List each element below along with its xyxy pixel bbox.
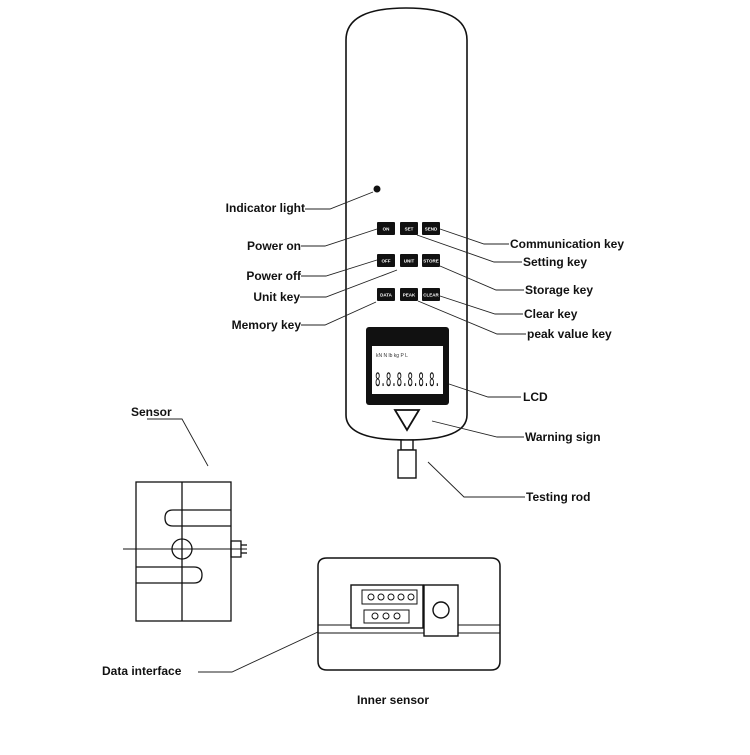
lcd-panel: kN N lb kg P L 8.8.8.8.8.8. xyxy=(366,327,449,405)
label-data-interface: Data interface xyxy=(102,664,182,678)
key-off-label: OFF xyxy=(382,259,391,264)
key-off[interactable]: OFF xyxy=(377,254,395,267)
key-set-label: SET xyxy=(405,227,414,232)
testing-rod xyxy=(397,439,417,479)
label-peak-value-key: peak value key xyxy=(527,327,612,341)
lcd-unit-indicators: kN N lb kg P L xyxy=(376,353,408,359)
key-peak-label: PEAK xyxy=(403,293,416,298)
key-store[interactable]: STORE xyxy=(422,254,440,267)
key-on[interactable]: ON xyxy=(377,222,395,235)
label-power-off: Power off xyxy=(246,269,301,283)
indicator-light-dot xyxy=(373,185,381,193)
label-sensor: Sensor xyxy=(131,405,172,419)
label-storage-key: Storage key xyxy=(525,283,594,297)
data-interface-port xyxy=(350,584,424,629)
key-data[interactable]: DATA xyxy=(377,288,395,301)
label-warning-sign: Warning sign xyxy=(525,430,601,444)
label-inner-sensor: Inner sensor xyxy=(357,693,430,707)
key-set[interactable]: SET xyxy=(400,222,418,235)
s-type-sensor xyxy=(123,481,247,622)
key-on-label: ON xyxy=(383,227,390,232)
label-power-on: Power on xyxy=(246,239,301,253)
key-unit[interactable]: UNIT xyxy=(400,254,418,267)
label-setting-key: Setting key xyxy=(523,255,588,269)
key-data-label: DATA xyxy=(380,293,393,298)
label-memory-key: Memory key xyxy=(231,318,301,332)
key-clear-label: CLEAR xyxy=(423,293,439,298)
key-send[interactable]: SEND xyxy=(422,222,440,235)
label-indicator-light: Indicator light xyxy=(225,201,305,215)
label-communication-key: Communication key xyxy=(510,237,625,251)
label-clear-key: Clear key xyxy=(524,307,578,321)
warning-triangle-icon xyxy=(393,409,421,432)
label-unit-key: Unit key xyxy=(253,290,300,304)
lcd-digits: 8.8.8.8.8.8. xyxy=(375,369,440,391)
key-store-label: STORE xyxy=(423,259,438,264)
key-clear[interactable]: CLEAR xyxy=(422,288,440,301)
keypad: ON SET SEND OFF UNIT STORE DATA PEAK xyxy=(377,222,440,301)
key-send-label: SEND xyxy=(425,227,438,232)
key-peak[interactable]: PEAK xyxy=(400,288,418,301)
label-testing-rod: Testing rod xyxy=(526,490,591,504)
inner-sensor xyxy=(317,557,501,671)
key-unit-label: UNIT xyxy=(404,259,415,264)
label-lcd: LCD xyxy=(523,390,548,404)
